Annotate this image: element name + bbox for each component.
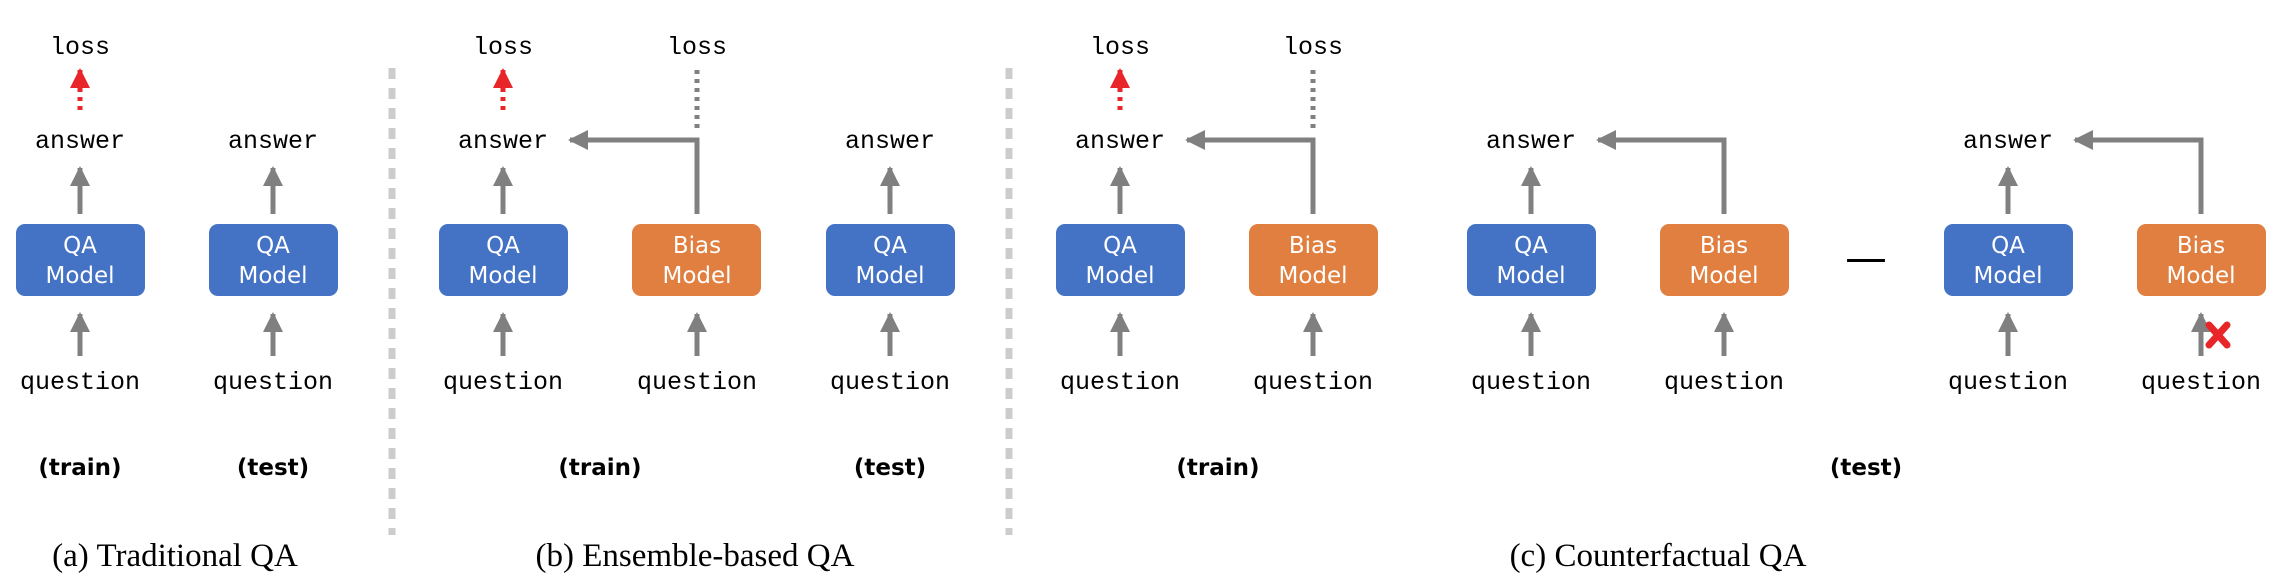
qa-model-text-line1: QA xyxy=(256,233,290,259)
test-label: (test) xyxy=(237,455,309,481)
answer-label: answer xyxy=(228,127,318,156)
qa-model-text-line1: QA xyxy=(486,233,520,259)
qa-model-text-line1: QA xyxy=(63,233,97,259)
qa-model-text-line2: Model xyxy=(1085,263,1154,289)
qa-model-text-line2: Model xyxy=(855,263,924,289)
bias-model-box xyxy=(2137,224,2266,296)
bias-model-box xyxy=(632,224,761,296)
question-label: question xyxy=(443,368,563,397)
test-label: (test) xyxy=(854,455,926,481)
bias-model-text-line1: Bias xyxy=(2177,233,2225,259)
bias-to-answer-arrow xyxy=(1185,130,1316,214)
qa-model-box xyxy=(826,224,955,296)
loss-label: loss xyxy=(1090,33,1150,62)
question-label: question xyxy=(213,368,333,397)
qa-model-box xyxy=(16,224,145,296)
blocked-cross-icon xyxy=(2205,321,2231,349)
answer-label: answer xyxy=(845,127,935,156)
bias-model-box xyxy=(1660,224,1789,296)
answer-label: answer xyxy=(458,127,548,156)
qa-model-text-line2: Model xyxy=(1973,263,2042,289)
bias-model-text-line2: Model xyxy=(1278,263,1347,289)
bias-to-answer-arrow xyxy=(568,130,700,214)
bias-model-box xyxy=(1249,224,1378,296)
question-label: question xyxy=(1253,368,1373,397)
question-label: question xyxy=(1948,368,2068,397)
train-label: (train) xyxy=(558,455,641,481)
qa-model-text-line1: QA xyxy=(1103,233,1137,259)
caption-a: (a) Traditional QA xyxy=(52,538,298,574)
question-label: question xyxy=(830,368,950,397)
qa-model-box xyxy=(1944,224,2073,296)
caption-b: (b) Ensemble-based QA xyxy=(536,538,855,574)
question-label: question xyxy=(2141,368,2261,397)
question-label: question xyxy=(1060,368,1180,397)
question-label: question xyxy=(20,368,140,397)
answer-label: answer xyxy=(1963,127,2053,156)
bias-model-text-line2: Model xyxy=(2166,263,2235,289)
loss-label: loss xyxy=(667,33,727,62)
panel-traditional-qa: loss answer QA Model question (train) an… xyxy=(16,33,338,574)
train-label: (train) xyxy=(1176,455,1259,481)
bias-to-answer-arrow xyxy=(2073,130,2204,214)
caption-c: (c) Counterfactual QA xyxy=(1510,538,1807,574)
panel-counterfactual-qa: loss answer QA Model question loss Bias … xyxy=(1056,33,2266,574)
qa-model-text-line2: Model xyxy=(1496,263,1565,289)
qa-model-text-line2: Model xyxy=(468,263,537,289)
loss-label: loss xyxy=(473,33,533,62)
answer-label: answer xyxy=(1075,127,1165,156)
panel-ensemble-qa: loss answer QA Model question loss Bias … xyxy=(439,33,955,574)
minus-sign: — xyxy=(1845,233,1887,282)
loss-label: loss xyxy=(1283,33,1343,62)
qa-model-text-line1: QA xyxy=(1514,233,1548,259)
bias-model-text-line2: Model xyxy=(662,263,731,289)
bias-model-text-line1: Bias xyxy=(673,233,721,259)
qa-model-box xyxy=(1056,224,1185,296)
qa-model-text-line2: Model xyxy=(45,263,114,289)
question-label: question xyxy=(1471,368,1591,397)
qa-model-text-line1: QA xyxy=(1991,233,2025,259)
bias-model-text-line2: Model xyxy=(1689,263,1758,289)
qa-model-box xyxy=(1467,224,1596,296)
train-label: (train) xyxy=(38,455,121,481)
bias-model-text-line1: Bias xyxy=(1700,233,1748,259)
bias-to-answer-arrow xyxy=(1596,130,1727,214)
qa-model-text-line2: Model xyxy=(238,263,307,289)
qa-model-text-line1: QA xyxy=(873,233,907,259)
bias-model-text-line1: Bias xyxy=(1289,233,1337,259)
question-label: question xyxy=(637,368,757,397)
test-label: (test) xyxy=(1830,455,1902,481)
answer-label: answer xyxy=(1486,127,1576,156)
qa-model-box xyxy=(439,224,568,296)
question-label: question xyxy=(1664,368,1784,397)
loss-label: loss xyxy=(50,33,110,62)
answer-label: answer xyxy=(35,127,125,156)
qa-model-box xyxy=(209,224,338,296)
